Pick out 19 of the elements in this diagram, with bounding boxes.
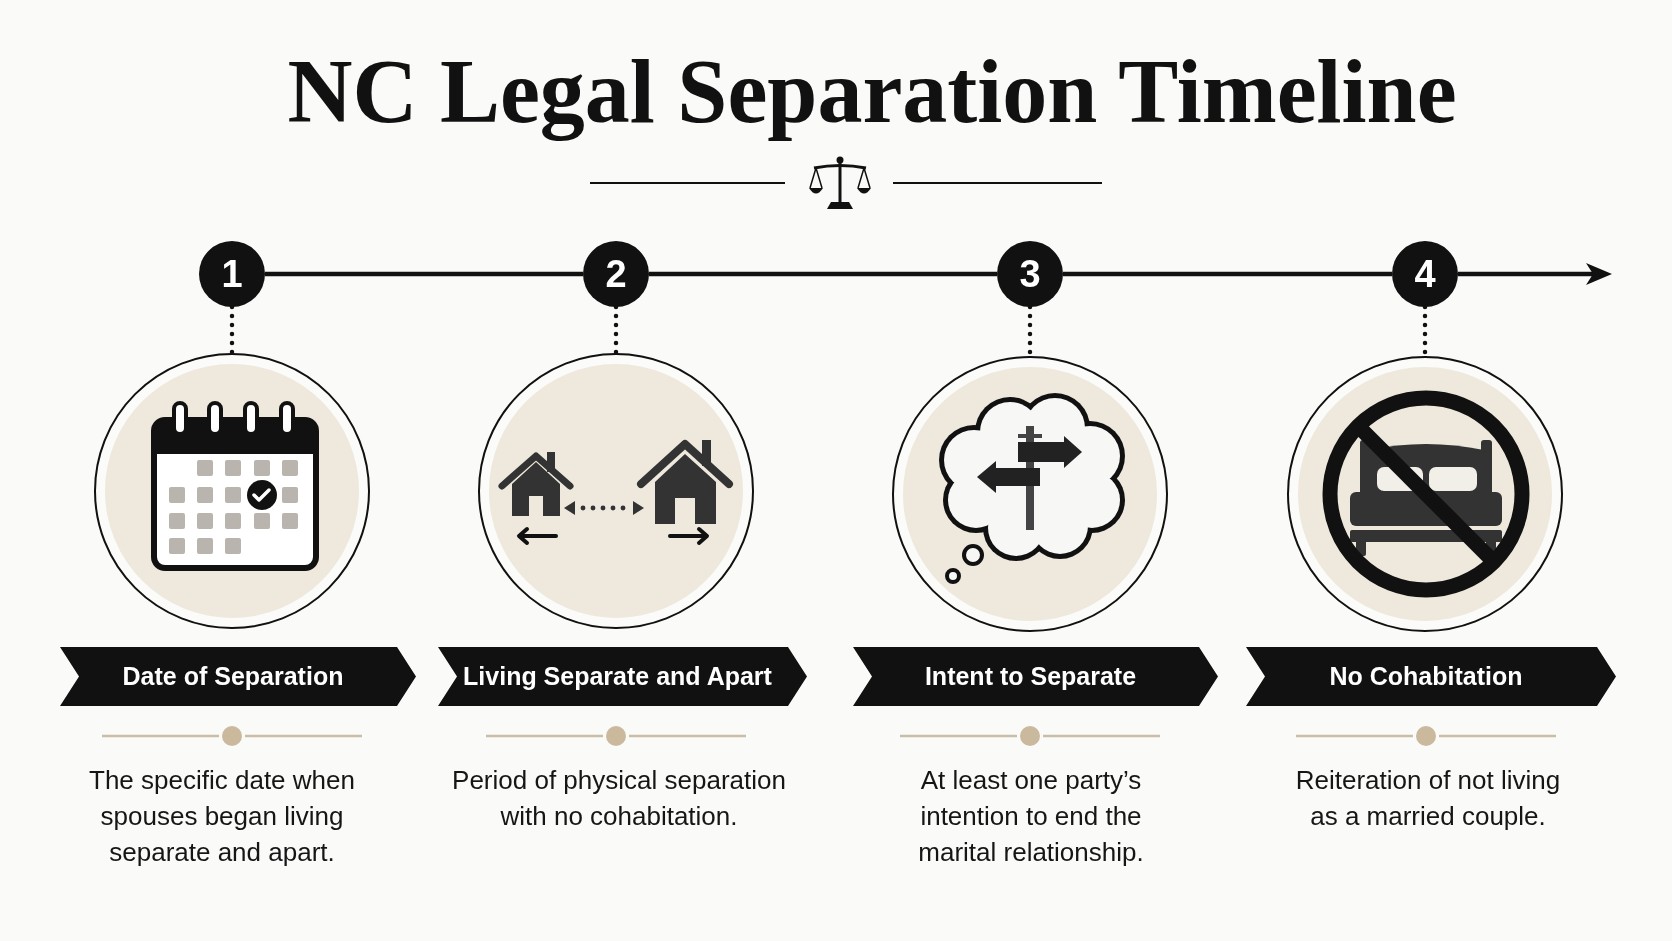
step-number: 3: [997, 241, 1063, 307]
connector-line: [1063, 271, 1392, 277]
step-description: Period of physical separation with no cohabitation.: [451, 764, 787, 833]
step-number: 2: [583, 241, 649, 307]
step-banner: Intent to Separate: [853, 647, 1218, 706]
step-banner: Date of Separation: [60, 647, 416, 706]
dotted-connector: [613, 304, 619, 356]
timeline-arrow: [1458, 263, 1612, 285]
step-banner: No Cohabitation: [1246, 647, 1616, 706]
step-number: 4: [1392, 241, 1458, 307]
connector-line: [649, 271, 997, 277]
step-description: Reiteration of not living as a married couple.: [1294, 764, 1562, 833]
connector-line: [265, 271, 583, 277]
dotted-connector: [229, 304, 235, 356]
step-description: At least one party’s intention to end the marital relationship.: [917, 764, 1145, 869]
step-description: The specific date when spouses began living separate and apart.: [88, 764, 356, 869]
step-number: 1: [199, 241, 265, 307]
step-banner: Living Separate and Apart: [438, 647, 807, 706]
title: NC Legal Separation Timeline: [287, 42, 1457, 142]
